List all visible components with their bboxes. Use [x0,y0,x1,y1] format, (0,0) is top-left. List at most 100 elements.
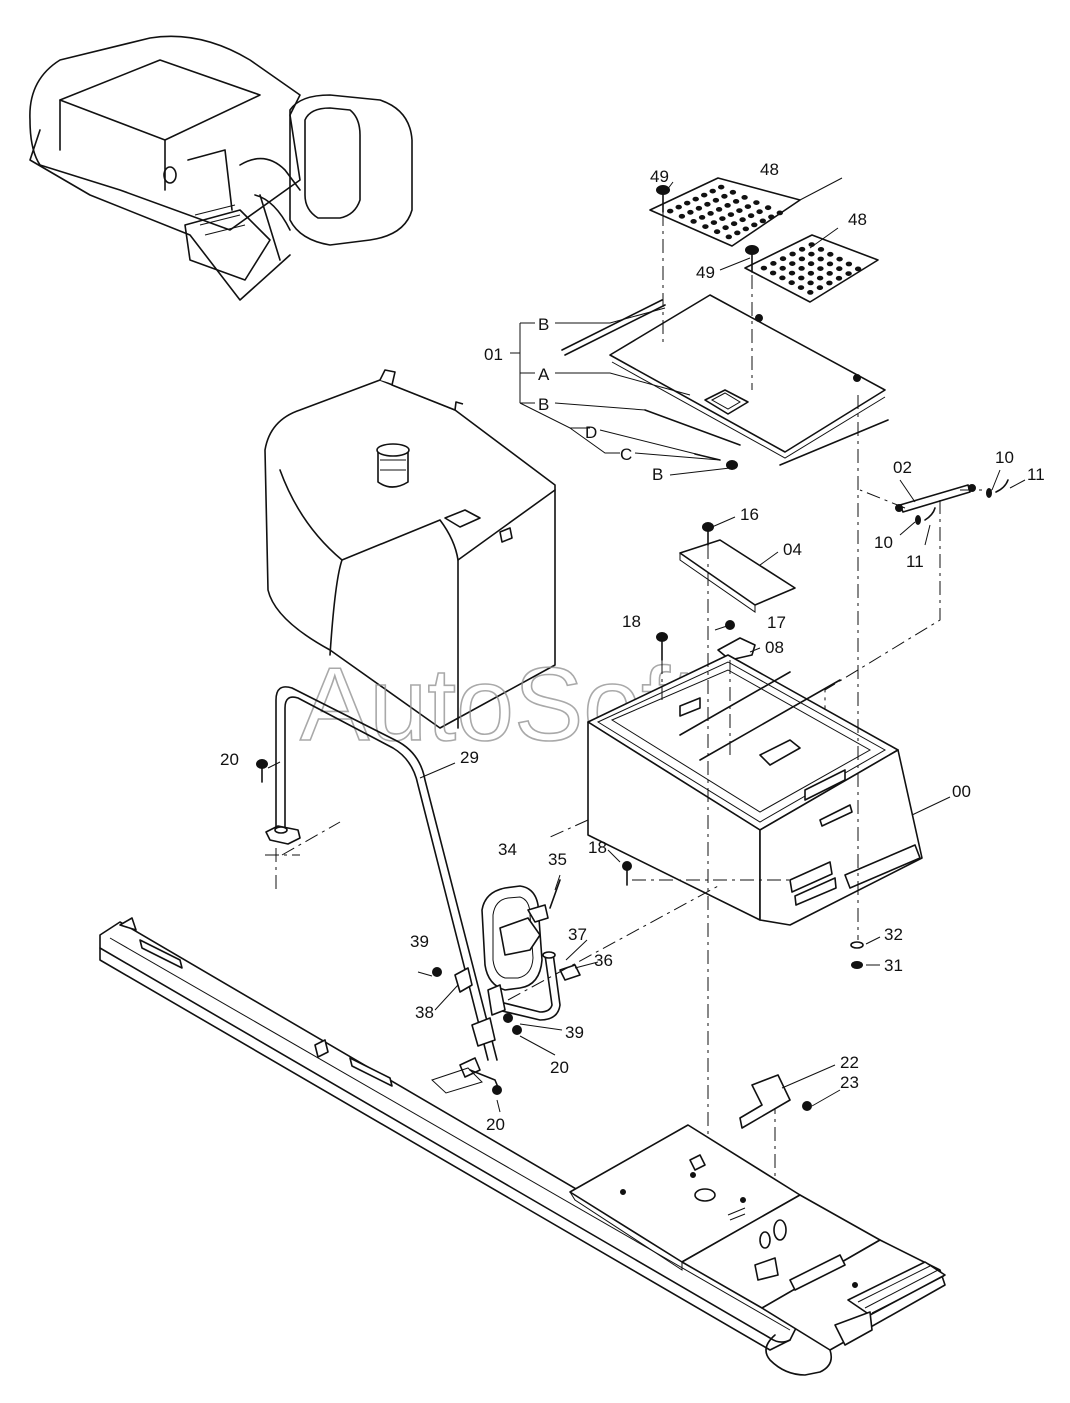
callout-39: 39 [410,932,429,951]
floor-mat-48-right [744,234,879,303]
washer-32-nut-31 [850,941,864,969]
mat-hole [710,220,718,226]
mat-hole [789,251,796,257]
mat-hole [747,213,755,219]
mat-hole [725,234,732,240]
callout-10: 10 [874,533,893,552]
callout-34: 34 [498,840,517,859]
mat-hole [736,208,743,214]
callout-C: C [620,445,632,464]
callout-01: 01 [484,345,503,364]
mat-hole [734,230,741,236]
mat-hole [817,256,824,262]
callout-22: 22 [840,1053,859,1072]
mat-hole [816,285,824,291]
mat-hole [808,251,815,257]
mat-hole [678,213,686,219]
plate-04 [679,522,796,613]
mirror-34 [481,879,561,991]
mat-hole [732,199,740,204]
mat-hole [826,261,834,267]
mat-hole [807,290,814,295]
callout-29: 29 [460,748,479,767]
mat-hole [798,275,805,281]
mat-hole [751,222,758,228]
callout-18: 18 [588,838,607,857]
mat-hole [722,225,729,231]
fuel-tank [264,369,556,729]
mat-hole [719,216,726,222]
mat-hole [807,280,814,286]
callout-16: 16 [740,505,759,524]
mat-hole [741,195,748,200]
callout-B: B [538,395,549,414]
mat-hole [817,266,824,271]
callout-04: 04 [783,540,802,559]
callout-48: 48 [848,210,867,229]
callout-35: 35 [548,850,567,869]
mat-hole [776,210,783,216]
callout-37: 37 [568,925,587,944]
mat-hole [817,247,825,252]
handrail-29 [256,686,498,1061]
mat-hole [753,200,760,206]
side-step-bar [99,917,833,1376]
mat-hole [816,275,824,281]
callout-39: 39 [565,1023,584,1042]
mat-hole [707,211,714,216]
machine-overview-illustration [29,35,413,301]
callout-B: B [538,315,549,334]
mat-hole [704,201,711,207]
clamp-38-bolts [431,967,522,1095]
bolt-49 [656,185,759,273]
mat-hole [798,256,806,262]
mat-hole [744,204,752,210]
mat-hole [760,265,768,271]
callout-labels: 49 48 48 49 B 01 A B D C B 02 10 11 10 1… [220,160,1045,1134]
mat-hole [695,205,703,211]
mat-hole [713,229,721,235]
mat-hole [807,261,815,267]
mat-hole [788,270,796,276]
mat-hole [721,193,728,199]
mat-hole [798,246,806,252]
cover-plate-assembly-01 [510,294,889,476]
callout-48: 48 [760,160,779,179]
mat-hole [768,214,775,220]
mat-hole [702,224,709,230]
mat-hole [769,270,777,276]
mat-hole [826,271,833,276]
callout-02: 02 [893,458,912,477]
callout-20: 20 [220,750,239,769]
mat-hole [826,280,833,286]
mat-hole [709,188,716,194]
mat-hole [779,256,787,262]
mat-hole [836,256,843,262]
assembly-center-lines [661,212,859,1250]
mat-hole [845,271,852,276]
mat-hole [684,200,691,206]
box-00 [547,654,923,926]
callout-36: 36 [594,951,613,970]
callout-11: 11 [906,552,924,571]
floor-mat-48-left [649,177,801,247]
mat-hole [788,280,795,286]
mat-hole [687,209,694,215]
mat-hole [727,212,735,218]
mat-hole [756,209,763,215]
mat-hole [827,251,834,257]
callout-20: 20 [486,1115,505,1134]
mat-hole [724,203,731,208]
mat-hole [770,261,777,266]
mat-hole [692,196,699,202]
mat-hole [807,270,815,276]
mat-hole [701,192,708,198]
mat-hole [739,217,746,223]
mat-hole [836,266,843,272]
callout-23: 23 [840,1073,859,1092]
callout-11: 11 [1027,465,1045,484]
mat-hole [779,265,786,271]
mat-hole [798,266,805,271]
mat-hole [742,226,749,232]
